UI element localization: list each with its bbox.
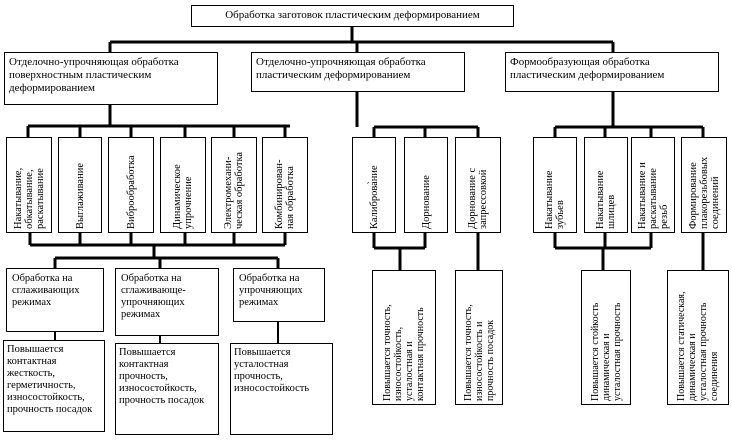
mode-box: Обработка на сглаживающих режимах [6,268,104,332]
method-label: Калиброва̀ние [369,165,380,229]
result-label: Повышается контактная жесткость, гермети… [7,344,93,415]
mode-label: Обработка на сглаживающе-упрочняющих реж… [121,273,186,320]
method-box: Выглаживание [58,137,102,233]
root-label: Обработка заготовок пластическим деформи… [225,9,480,21]
category-plastic-label: Отделочно-упрочняющая обработка пластиче… [256,56,426,81]
result-box: Повышается усталостная прочность, износо… [230,343,333,435]
root-box: Обработка заготовок пластическим деформи… [191,5,514,27]
category-forming-box: Формообразующая обработка пластическим д… [505,52,719,92]
category-surface-box: Отделочно-упрочняющая обработка поверхно… [4,52,218,105]
mode-box: Обработка на упрочняющих режимах [233,268,325,322]
method-box: Калиброва̀ние [352,137,396,233]
method-box: Дорнование [404,137,448,233]
mode-label: Обработка на сглаживающих режимах [12,273,80,308]
method-label: Электромехани-ческая обработка [223,151,245,229]
mode-box: Обработка на сглаживающе-упрочняющих реж… [115,268,219,336]
method-label: Виброобработка [126,155,137,229]
method-label: Комбинирован-ная обработка [274,159,296,229]
result-label: Повышается усталостная прочность, износо… [234,347,310,394]
method-label: Накатывание,обкатывание,раскатывание [13,167,46,229]
result-label: Повышается точность,износостойкость,уста… [382,304,426,401]
method-label: Дорнование [421,175,432,229]
category-forming-label: Формообразующая обработка пластическим д… [510,56,665,81]
category-plastic-box: Отделочно-упрочняющая обработка пластиче… [251,52,465,92]
method-box: Комбинирован-ная обработка [262,137,308,233]
method-box: Электромехани-ческая обработка [211,137,257,233]
result-label: Повышается контактная прочность, износос… [119,347,205,406]
result-box: Повышается контактная прочность, износос… [115,343,219,435]
method-box: Накатывание,обкатывание,раскатывание [6,137,52,233]
category-surface-label: Отделочно-упрочняющая обработка поверхно… [9,56,179,94]
result-box: Повышается точность,износостойкость,уста… [372,270,436,405]
method-label: Выглаживание [75,163,86,229]
mode-label: Обработка на упрочняющих режимах [239,273,303,308]
method-box: Виброобработка [108,137,154,233]
result-box: Повышается контактная жесткость, гермети… [3,340,105,432]
